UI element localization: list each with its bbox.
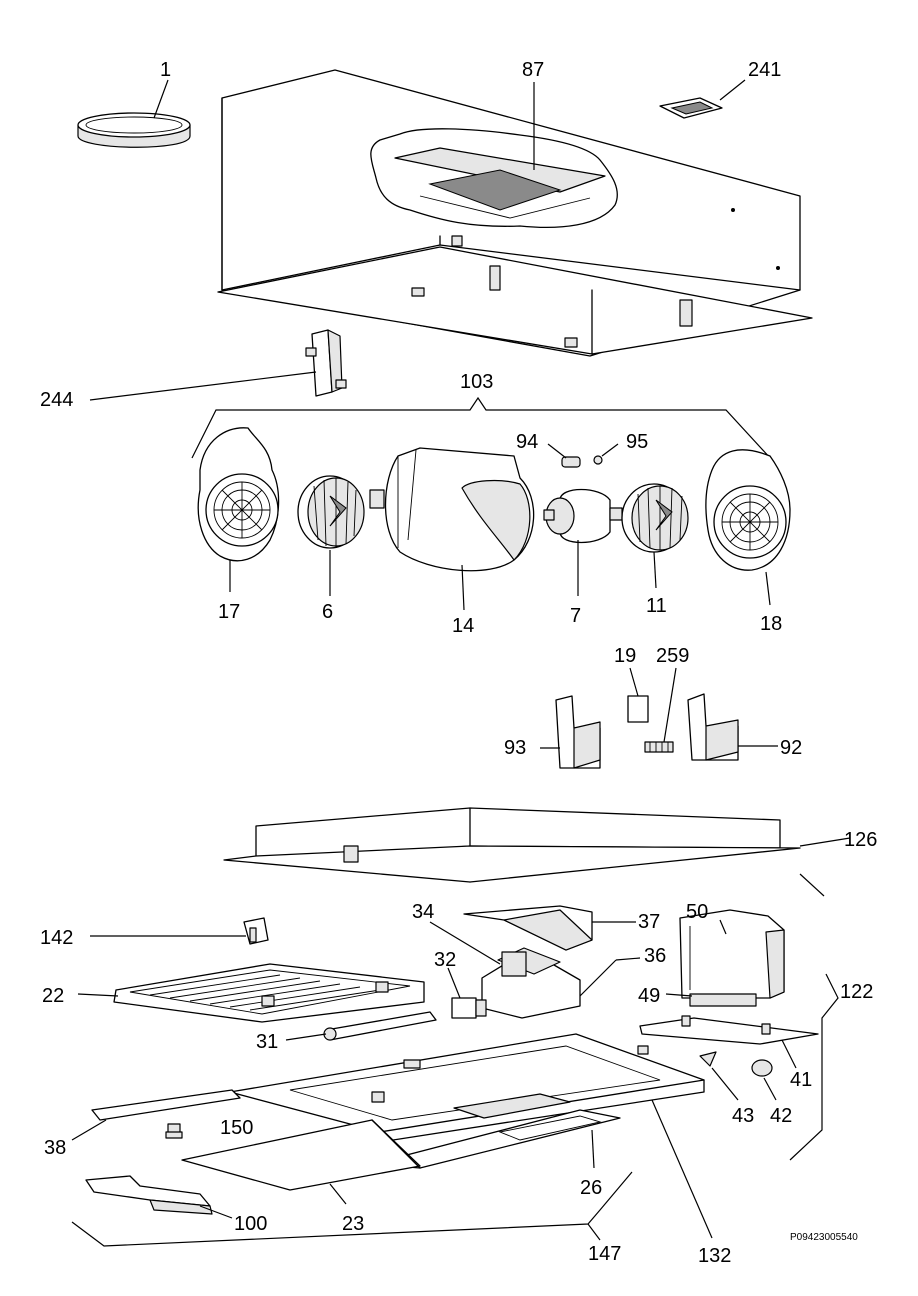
label-38: 38	[44, 1137, 66, 1159]
part-49-bracket	[689, 993, 757, 1007]
part-6-fan-wheel	[297, 475, 365, 549]
label-49: 49	[638, 985, 660, 1007]
label-103: 103	[460, 371, 493, 393]
label-100: 100	[234, 1213, 267, 1235]
part-14-blower-casing	[369, 447, 535, 572]
label-37: 37	[638, 911, 660, 933]
part-100-bracket	[85, 1175, 213, 1215]
label-95: 95	[626, 431, 648, 453]
label-150: 150	[220, 1117, 253, 1139]
part-32-switch	[451, 997, 487, 1019]
label-42: 42	[770, 1105, 792, 1127]
part-126-top-panel	[223, 807, 801, 883]
part-11-fan-wheel	[621, 483, 689, 553]
label-32: 32	[434, 949, 456, 971]
part-22-grease-filter	[113, 963, 425, 1023]
label-7: 7	[570, 605, 581, 627]
part-94-capacitor	[561, 456, 581, 468]
label-41: 41	[790, 1069, 812, 1091]
part-41-plate	[639, 1015, 819, 1045]
part-18-fan-housing	[705, 449, 791, 571]
part-259-connector	[644, 741, 674, 753]
part-142-clip	[243, 917, 269, 945]
part-37-cover	[463, 905, 593, 951]
part-42-knob	[751, 1059, 773, 1077]
part-241-clip	[659, 97, 723, 119]
label-87: 87	[522, 59, 544, 81]
label-6: 6	[322, 601, 333, 623]
label-18: 18	[760, 613, 782, 635]
label-36: 36	[644, 945, 666, 967]
label-14: 14	[452, 615, 474, 637]
label-93: 93	[504, 737, 526, 759]
part-95-nut	[593, 455, 603, 465]
label-92: 92	[780, 737, 802, 759]
hood-housing	[217, 69, 813, 357]
part-36-control-box	[481, 947, 581, 1019]
part-93-switch-housing	[555, 695, 601, 769]
part-1-collar-ring	[77, 112, 191, 148]
part-43-clip	[699, 1051, 717, 1067]
label-244: 244	[40, 389, 73, 411]
part-92-switch-housing	[687, 693, 739, 761]
part-7-motor	[543, 488, 623, 544]
label-17: 17	[218, 601, 240, 623]
label-23: 23	[342, 1213, 364, 1235]
part-38-side-profile	[91, 1089, 241, 1121]
label-259: 259	[656, 645, 689, 667]
part-244-bracket	[305, 329, 347, 397]
label-122: 122	[840, 981, 873, 1003]
label-11: 11	[646, 595, 667, 617]
part-150-screw	[165, 1123, 183, 1139]
part-50-control-housing	[679, 909, 785, 999]
part-17-fan-housing	[197, 427, 280, 562]
part-31-lamp	[323, 1011, 437, 1041]
label-34: 34	[412, 901, 434, 923]
label-94: 94	[516, 431, 538, 453]
label-43: 43	[732, 1105, 754, 1127]
part-19-switch	[627, 695, 649, 723]
label-50: 50	[686, 901, 708, 923]
label-126: 126	[844, 829, 877, 851]
label-132: 132	[698, 1245, 731, 1267]
part-132-bottom-frame	[229, 1033, 705, 1143]
label-31: 31	[256, 1031, 278, 1053]
part-23-filter-panel	[181, 1119, 421, 1191]
label-19: 19	[614, 645, 636, 667]
label-142: 142	[40, 927, 73, 949]
label-1: 1	[160, 59, 171, 81]
label-22: 22	[42, 985, 64, 1007]
drawing-code: P09423005540	[790, 1232, 858, 1243]
label-26: 26	[580, 1177, 602, 1199]
label-241: 241	[748, 59, 781, 81]
label-147: 147	[588, 1243, 621, 1265]
